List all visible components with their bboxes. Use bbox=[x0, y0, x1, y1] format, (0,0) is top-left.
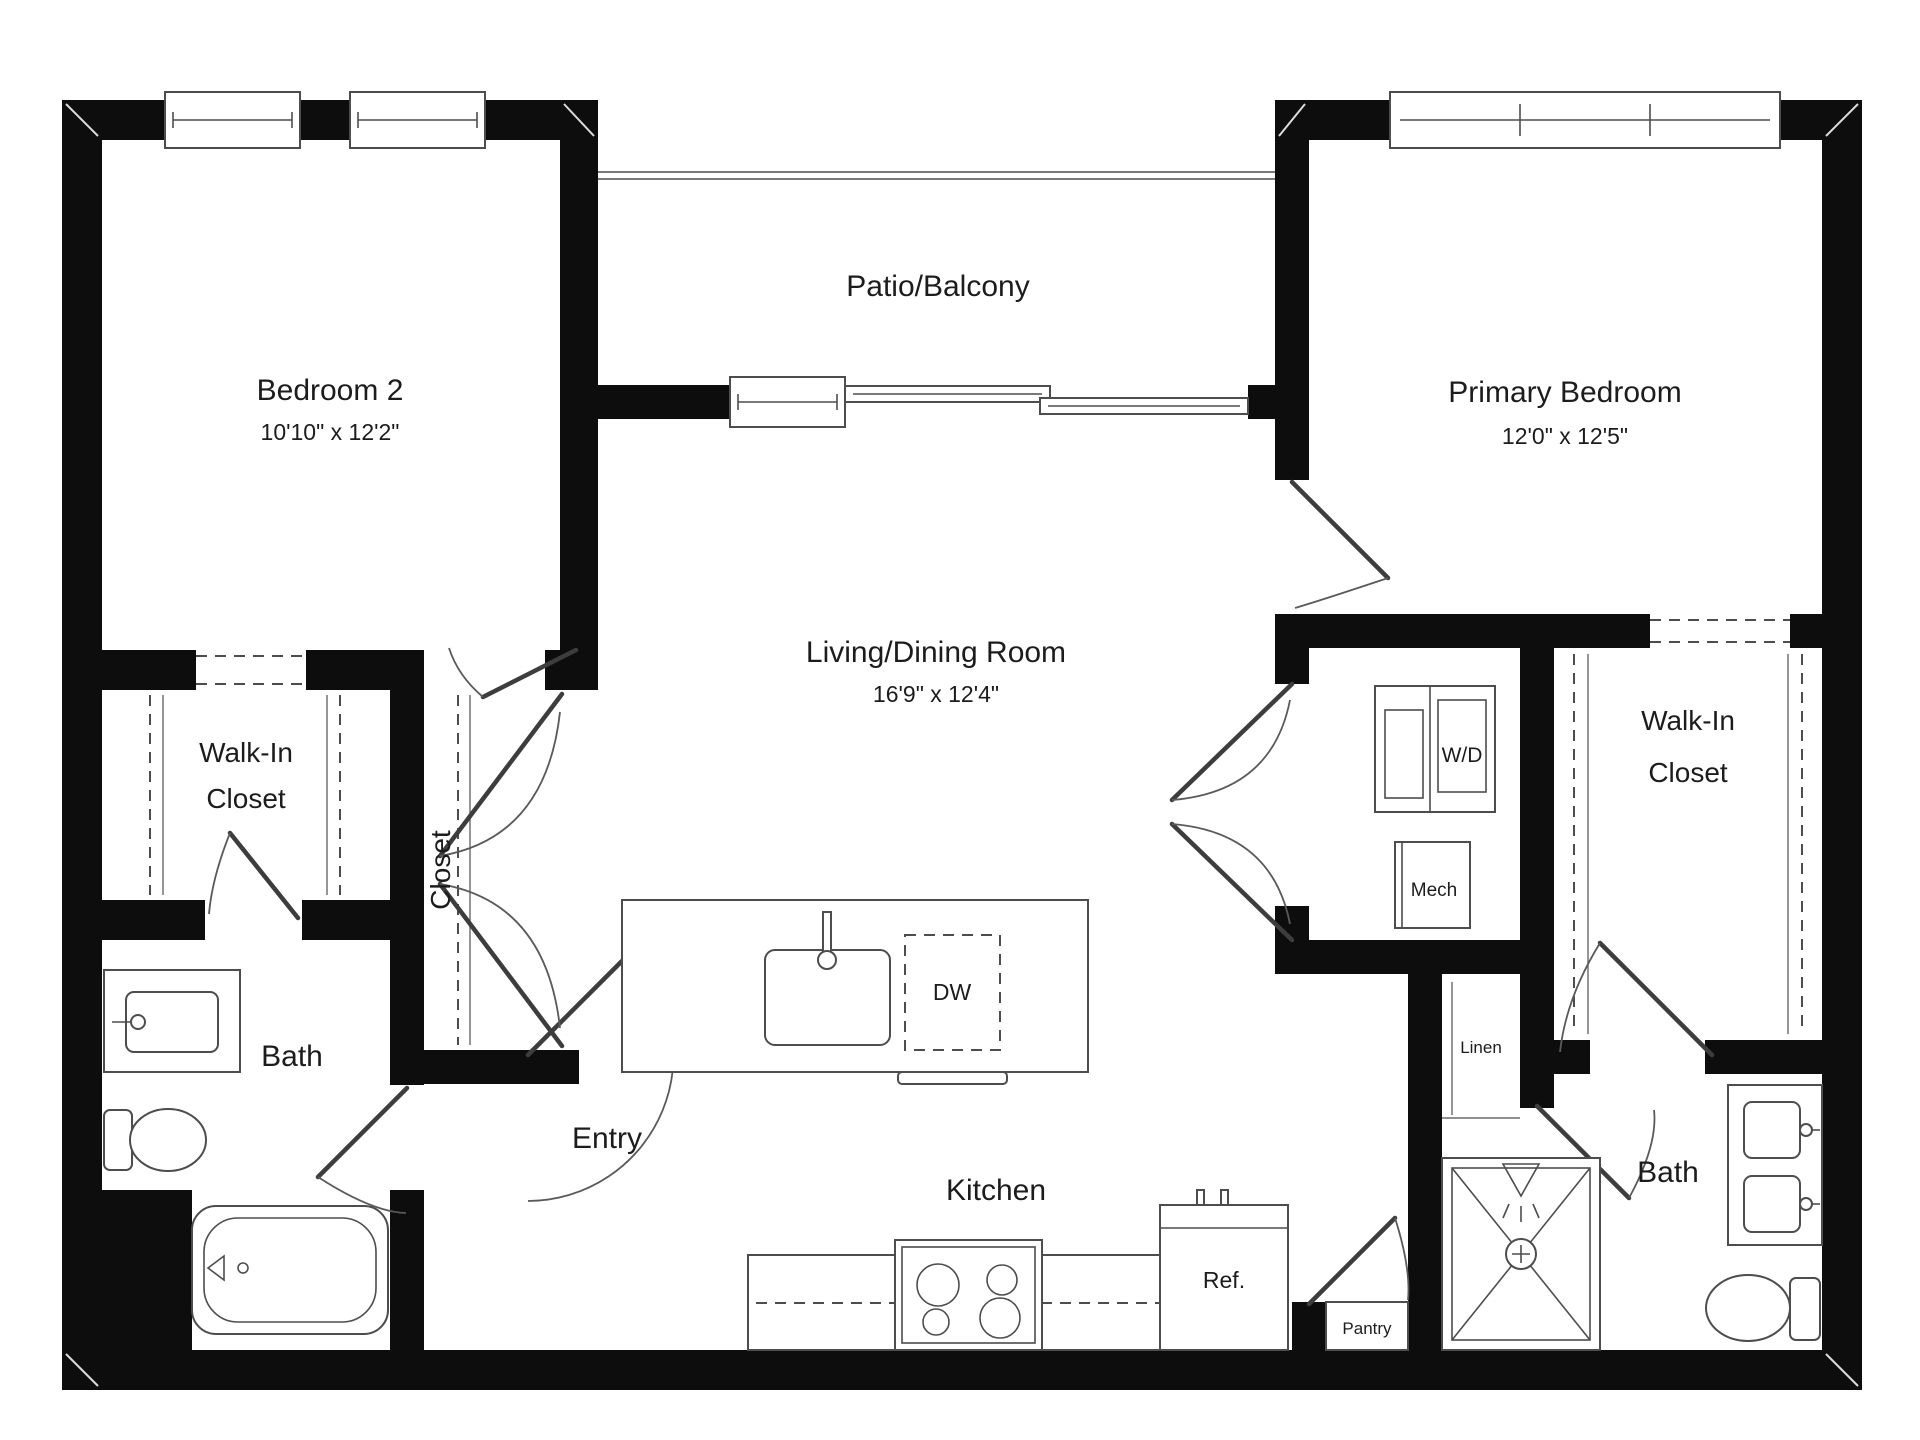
range bbox=[894, 1239, 1043, 1351]
wall-leftcloset-bottom-a bbox=[62, 900, 205, 940]
label-mech: Mech bbox=[1411, 880, 1457, 901]
refrigerator bbox=[1159, 1189, 1289, 1351]
opening-primary-closet bbox=[1650, 619, 1790, 643]
label-kitchen: Kitchen bbox=[946, 1174, 1046, 1207]
label-wd: W/D bbox=[1442, 744, 1483, 767]
label-bedroom2: Bedroom 2 bbox=[257, 374, 404, 407]
door-primary-bedroom bbox=[1289, 479, 1391, 609]
label-bedroom2-dims: 10'10" x 12'2" bbox=[261, 419, 400, 445]
dishwasher-handle bbox=[897, 1071, 1008, 1085]
door-wd-nook-double bbox=[1169, 681, 1295, 943]
bathtub bbox=[191, 1205, 389, 1335]
wall-primary-left bbox=[1275, 100, 1309, 480]
corner-tick-patio-r bbox=[1278, 103, 1306, 137]
wall-living-top-b bbox=[1248, 385, 1309, 419]
corner-tick-patio-l bbox=[563, 103, 595, 137]
label-left-wic-2: Closet bbox=[206, 783, 286, 814]
bedroom2-window-2 bbox=[349, 91, 486, 149]
kitchen-counter bbox=[747, 1189, 1409, 1351]
wall-top-left bbox=[62, 100, 598, 140]
label-patio: Patio/Balcony bbox=[846, 270, 1029, 303]
wall-leftcloset-bottom-b bbox=[302, 900, 390, 940]
wall-left bbox=[62, 100, 102, 1390]
kitchen-island bbox=[621, 899, 1089, 1085]
door-left-bath bbox=[315, 1085, 410, 1214]
door-bedroom2 bbox=[448, 647, 579, 700]
island-faucet-stem bbox=[822, 911, 832, 955]
label-primary: Primary Bedroom bbox=[1448, 376, 1681, 409]
wall-entrycloset-bottom bbox=[390, 1050, 579, 1084]
label-right-wic-2: Closet bbox=[1648, 757, 1728, 788]
label-primary-dims: 12'0" x 12'5" bbox=[1502, 423, 1628, 449]
door-pantry bbox=[1306, 1215, 1410, 1307]
door-left-walkin-closet bbox=[208, 830, 301, 921]
corner-tick-tl bbox=[65, 103, 99, 137]
left-vanity bbox=[103, 969, 241, 1073]
right-toilet bbox=[1705, 1274, 1821, 1342]
right-vanity bbox=[1727, 1084, 1823, 1246]
dishwasher-outline bbox=[904, 934, 1001, 1051]
label-dw: DW bbox=[933, 979, 972, 1005]
wall-nook-bottom bbox=[1275, 940, 1554, 974]
label-entry-closet: Closet bbox=[425, 830, 456, 910]
right-bath-fixtures bbox=[1441, 1084, 1823, 1351]
wall-leftcloset-right bbox=[390, 690, 424, 1085]
label-living: Living/Dining Room bbox=[806, 636, 1066, 669]
mech-unit bbox=[1394, 841, 1471, 929]
wall-rightcloset-bottom-b bbox=[1705, 1040, 1822, 1074]
left-bath-fixtures bbox=[103, 969, 389, 1335]
corner-mass-bottom-left bbox=[62, 1190, 192, 1390]
labels: Patio/Balcony Bedroom 2 10'10" x 12'2" P… bbox=[199, 270, 1735, 1338]
label-pantry: Pantry bbox=[1342, 1319, 1392, 1338]
label-living-dims: 16'9" x 12'4" bbox=[873, 681, 999, 707]
cased-openings bbox=[196, 619, 1790, 685]
primary-window bbox=[1389, 91, 1781, 149]
label-right-wic-1: Walk-In bbox=[1641, 705, 1735, 736]
wall-primary-bottom-a bbox=[1275, 614, 1650, 648]
label-bath-left: Bath bbox=[261, 1040, 323, 1073]
wall-bedroom2-bottom-a bbox=[62, 650, 196, 690]
corner-tick-br bbox=[1825, 1353, 1859, 1387]
bedroom2-window-1 bbox=[164, 91, 301, 149]
living-window bbox=[729, 376, 846, 428]
windows bbox=[164, 91, 1781, 428]
post-nook-top bbox=[1275, 648, 1309, 684]
label-linen: Linen bbox=[1460, 1038, 1502, 1057]
wall-kitchen-bath bbox=[1408, 974, 1442, 1390]
door-right-walkin-closet bbox=[1559, 940, 1715, 1058]
wall-living-top-a bbox=[560, 385, 730, 419]
corner-tick-bl bbox=[65, 1353, 99, 1387]
post-pantry-left bbox=[1292, 1302, 1326, 1350]
door-right-bath bbox=[1534, 1103, 1656, 1201]
left-toilet bbox=[103, 1108, 207, 1172]
island-faucet bbox=[817, 950, 837, 970]
wall-primary-bottom-b bbox=[1790, 614, 1822, 648]
wall-rightcloset-bottom-a bbox=[1554, 1040, 1590, 1074]
washer-dryer-unit bbox=[1374, 685, 1496, 813]
corner-tick-tr bbox=[1825, 103, 1859, 137]
label-bath-right: Bath bbox=[1637, 1156, 1699, 1189]
label-ref: Ref. bbox=[1203, 1267, 1245, 1293]
door-entry-closet-double bbox=[437, 691, 565, 1049]
sliding-door bbox=[844, 385, 1249, 415]
label-left-wic-1: Walk-In bbox=[199, 737, 293, 768]
wall-leftbath-right-lower bbox=[390, 1190, 424, 1350]
closet-rods bbox=[149, 654, 1803, 1119]
shower bbox=[1441, 1157, 1601, 1351]
wd-mech-fixtures bbox=[1374, 685, 1496, 929]
wall-right bbox=[1822, 100, 1862, 1390]
wall-bedroom2-bottom-b bbox=[306, 650, 424, 690]
opening-bedroom2-closet bbox=[196, 655, 306, 685]
label-entry: Entry bbox=[572, 1122, 642, 1155]
balcony-railing bbox=[598, 171, 1275, 180]
wall-nook-right bbox=[1520, 648, 1554, 1108]
post-nook-bottom bbox=[1275, 906, 1309, 940]
wall-bottom bbox=[62, 1350, 1862, 1390]
pantry-cabinet bbox=[1325, 1301, 1409, 1351]
